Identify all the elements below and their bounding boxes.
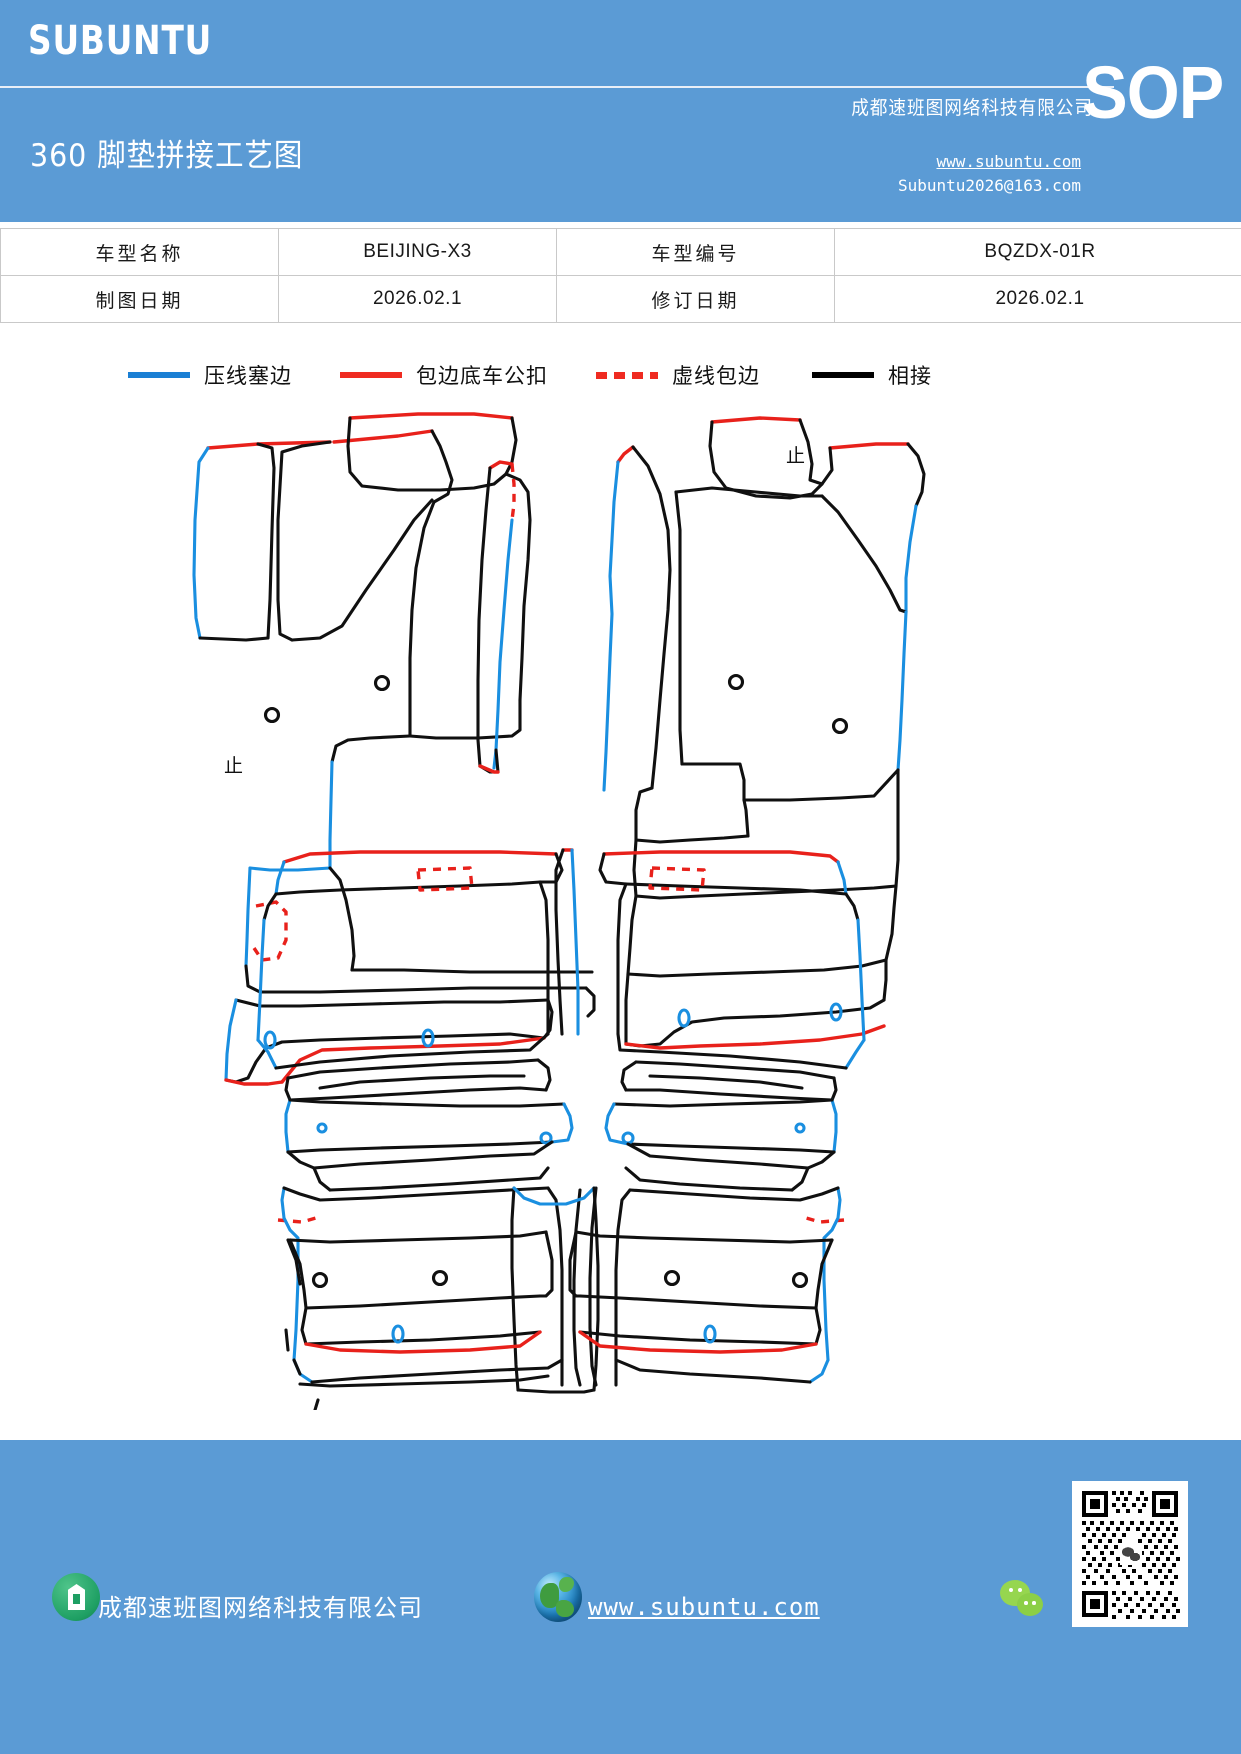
cell-model-name-label: 车型名称 — [0, 228, 279, 276]
cell-revision-date-label: 修订日期 — [556, 275, 835, 323]
footer-website-link[interactable]: www.subuntu.com — [588, 1593, 820, 1621]
bottom-right-mat — [568, 1230, 834, 1354]
centre-tunnel-piece-group — [510, 1186, 600, 1394]
bottom-mat-strip — [0, 1230, 1241, 1430]
front-right-mat-group — [602, 416, 926, 1050]
building-icon — [52, 1573, 100, 1621]
front-left-mat-group — [192, 412, 596, 1086]
qr-code — [1072, 1481, 1188, 1627]
rear-left-mat-group — [256, 848, 598, 1387]
cell-draw-date-label: 制图日期 — [0, 275, 279, 323]
stop-annotation-right: 止 — [786, 445, 805, 467]
floor-mat-pattern-drawing: 止 止 — [0, 400, 1241, 1410]
legend-item-press-line-edge: 压线塞边 — [128, 360, 292, 390]
header-company-name: 成都速班图网络科技有限公司 — [851, 97, 1093, 119]
legend: 压线塞边 包边底车公扣 虚线包边 相接 — [0, 355, 1000, 395]
solid-blue-line-icon — [128, 372, 190, 378]
legend-item-joint: 相接 — [812, 360, 932, 390]
front-left-side-strip-group — [476, 460, 516, 774]
legend-item-label: 包边底车公扣 — [416, 364, 548, 388]
page-header: SUBUNTU 360 脚垫拼接工艺图 SOP 成都速班图网络科技有限公司 ww… — [0, 0, 1241, 222]
footer-company-name: 成都速班图网络科技有限公司 — [98, 1594, 423, 1622]
solid-black-line-icon — [812, 372, 874, 378]
bottom-left-mat — [288, 1230, 554, 1354]
legend-item-edge-binding-male-buckle: 包边底车公扣 — [340, 360, 548, 390]
solid-red-line-icon — [340, 372, 402, 378]
globe-icon — [534, 1572, 582, 1622]
cell-revision-date-value: 2026.02.1 — [834, 275, 1241, 323]
table-row: 车型名称 BEIJING-X3 车型编号 BQZDX-01R — [0, 228, 1241, 276]
cell-model-code-label: 车型编号 — [556, 228, 835, 276]
brand-logo: SUBUNTU — [28, 18, 213, 64]
third-row-left-group — [284, 1238, 550, 1410]
table-row: 制图日期 2026.02.1 修订日期 2026.02.1 — [0, 275, 1241, 323]
header-website-link[interactable]: www.subuntu.com — [936, 152, 1082, 171]
page-title: 360 脚垫拼接工艺图 — [30, 138, 304, 174]
cell-model-code-value: BQZDX-01R — [834, 228, 1241, 276]
stop-annotation-left: 止 — [224, 755, 243, 777]
cell-draw-date-value: 2026.02.1 — [278, 275, 557, 323]
legend-item-dashed-edge-binding: 虚线包边 — [596, 360, 760, 390]
page-footer: 成都速班图网络科技有限公司 www.subuntu.com — [0, 1440, 1241, 1754]
header-email: Subuntu2026@163.com — [897, 176, 1081, 195]
vehicle-info-table: 车型名称 BEIJING-X3 车型编号 BQZDX-01R 制图日期 2026… — [0, 228, 1241, 323]
legend-item-label: 压线塞边 — [204, 364, 292, 388]
header-divider — [0, 86, 1114, 88]
wechat-icon — [1000, 1580, 1048, 1620]
cell-model-name-value: BEIJING-X3 — [278, 228, 557, 276]
legend-item-label: 相接 — [888, 364, 932, 388]
legend-item-label: 虚线包边 — [672, 364, 760, 388]
sop-badge: SOP — [1081, 51, 1224, 134]
dashed-red-line-icon — [596, 371, 658, 379]
